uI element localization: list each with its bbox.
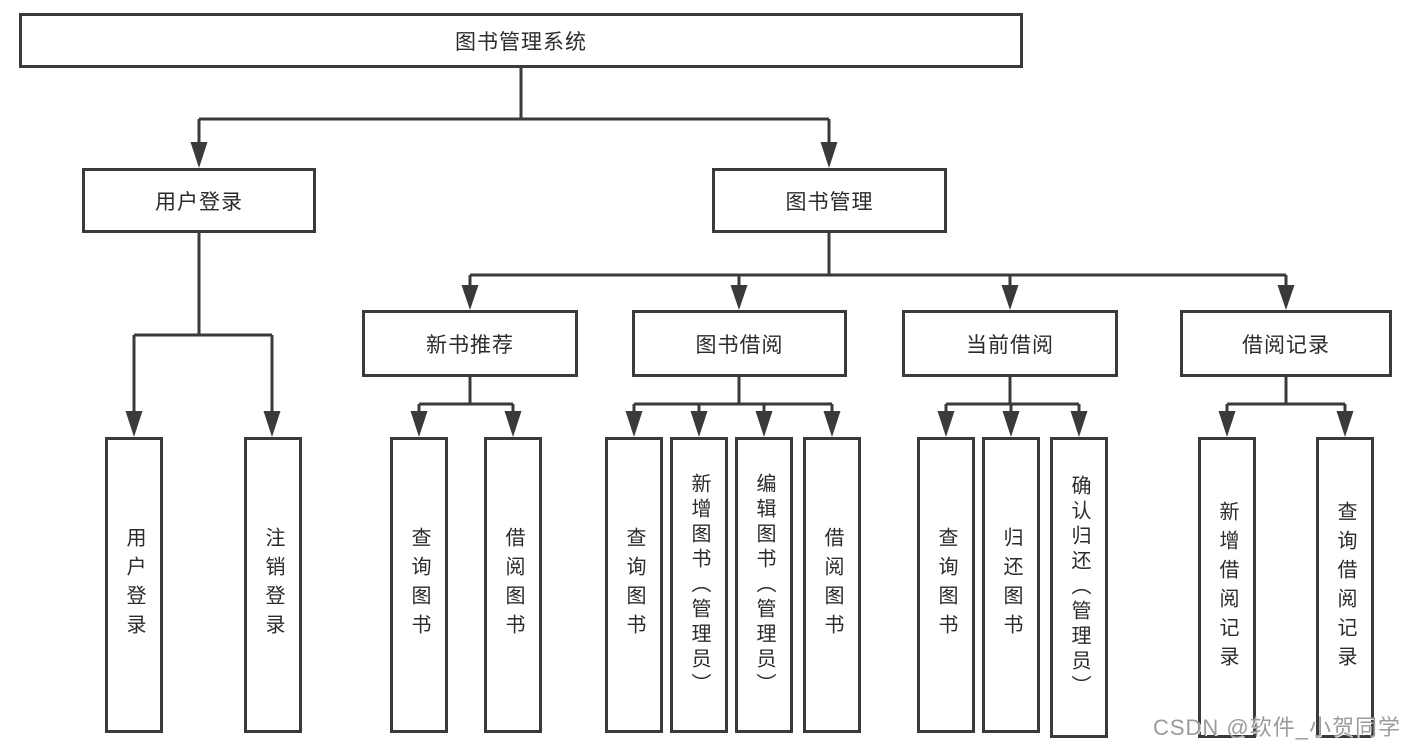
node-root-system: 图书管理系统 — [19, 13, 1023, 68]
leaf-query-books-recommend: 查询图书 — [390, 437, 448, 733]
leaf-confirm-return-admin: 确认归还（管理员） — [1050, 437, 1108, 738]
node-borrow-records: 借阅记录 — [1180, 310, 1392, 377]
node-new-book-recommend: 新书推荐 — [362, 310, 578, 377]
leaf-label: 查询图书 — [408, 527, 430, 643]
node-book-management: 图书管理 — [712, 168, 947, 233]
node-label: 用户登录 — [155, 190, 243, 214]
leaf-label: 新增借阅记录 — [1216, 500, 1238, 675]
leaf-label: 查询图书 — [935, 527, 957, 643]
leaf-borrow-books-recommend: 借阅图书 — [484, 437, 542, 733]
leaf-add-books-admin: 新增图书（管理员） — [670, 437, 728, 733]
leaf-return-books: 归还图书 — [982, 437, 1040, 733]
leaf-label: 编辑图书（管理员） — [753, 472, 775, 698]
leaf-user-login: 用户登录 — [105, 437, 163, 733]
leaf-edit-books-admin: 编辑图书（管理员） — [735, 437, 793, 733]
leaf-label: 查询借阅记录 — [1334, 500, 1356, 675]
node-label: 新书推荐 — [426, 333, 514, 357]
leaf-label: 用户登录 — [123, 527, 145, 643]
leaf-label: 确认归还（管理员） — [1068, 475, 1090, 700]
leaf-query-borrow-record: 查询借阅记录 — [1316, 437, 1374, 738]
leaf-query-books-current: 查询图书 — [917, 437, 975, 733]
leaf-label: 借阅图书 — [502, 527, 524, 643]
node-label: 图书管理 — [785, 190, 874, 214]
leaf-label: 新增图书（管理员） — [688, 472, 710, 698]
leaf-label: 注销登录 — [262, 527, 284, 643]
leaf-label: 归还图书 — [1000, 527, 1022, 643]
node-label: 借阅记录 — [1242, 333, 1330, 357]
node-label: 图书管理系统 — [455, 30, 587, 54]
leaf-add-borrow-record: 新增借阅记录 — [1198, 437, 1256, 738]
node-book-borrowing: 图书借阅 — [632, 310, 847, 377]
node-user-login: 用户登录 — [82, 168, 316, 233]
csdn-watermark: CSDN @软件_小贺同学 — [1152, 715, 1401, 740]
leaf-query-books-borrow: 查询图书 — [605, 437, 663, 733]
leaf-label: 借阅图书 — [821, 527, 843, 643]
node-label: 图书借阅 — [695, 333, 784, 357]
leaf-borrow-books: 借阅图书 — [803, 437, 861, 733]
node-label: 当前借阅 — [966, 333, 1054, 357]
node-current-borrowing: 当前借阅 — [902, 310, 1118, 377]
leaf-label: 查询图书 — [623, 527, 645, 643]
leaf-logout: 注销登录 — [244, 437, 302, 733]
